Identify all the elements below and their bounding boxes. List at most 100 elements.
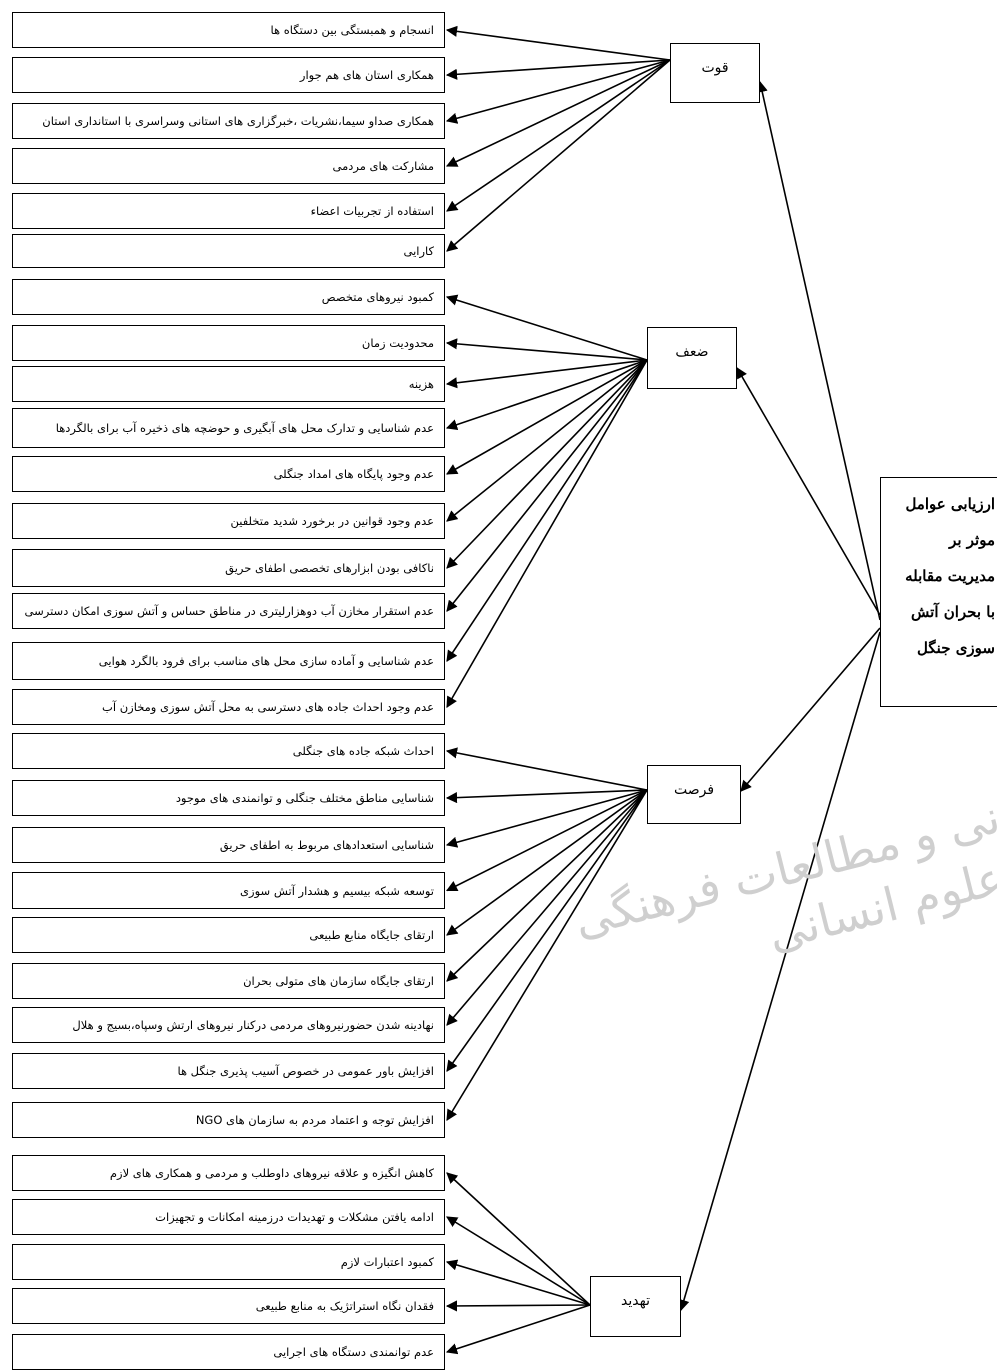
- factor-box: کارایی: [12, 234, 445, 268]
- factor-box: افزایش باور عمومی در خصوص آسیب پذیری جنگ…: [12, 1053, 445, 1089]
- category-to-factor-arrow: [445, 789, 648, 892]
- factor-label: شناسایی مناطق مختلف جنگلی و توانمندی های…: [175, 791, 434, 805]
- factor-label: مشارکت های مردمی: [332, 159, 435, 173]
- category-to-factor-arrow: [445, 359, 648, 389]
- category-to-factor-arrow: [445, 747, 648, 791]
- factor-label: عدم توانمندی دستگاه های اجرایی: [273, 1345, 434, 1359]
- category-to-factor-arrow: [445, 25, 671, 61]
- category-to-factor-arrow: [445, 1300, 591, 1312]
- factor-label: عدم وجود احداث جاده های دسترسی به محل آت…: [102, 700, 434, 714]
- root-line-3: مدیریت مقابله: [905, 567, 995, 585]
- factor-box: محدودیت زمان: [12, 325, 445, 361]
- factor-label: افزایش باور عمومی در خصوص آسیب پذیری جنگ…: [177, 1064, 434, 1078]
- factor-box: عدم وجود قوانین در برخورد شدید متخلفین: [12, 503, 445, 539]
- category-label: قوت: [701, 60, 729, 76]
- factor-label: استفاده از تجربیات اعضاء: [310, 204, 434, 218]
- root-to-category-arrow: [678, 631, 881, 1312]
- root-to-category-arrow: [756, 80, 881, 621]
- category-to-factor-arrow: [446, 789, 648, 982]
- category-to-factor-arrow: [445, 338, 648, 361]
- factor-label: عدم وجود قوانین در برخورد شدید متخلفین: [230, 514, 435, 528]
- factor-box: عدم وجود پایگاه های امداد جنگلی: [12, 456, 445, 492]
- category-to-factor-arrow: [445, 1259, 591, 1306]
- category-node: ضعف: [647, 327, 737, 389]
- factor-label: کاهش انگیزه و علاقه نیروهای داوطلب و مرد…: [109, 1166, 434, 1180]
- factor-label: کارایی: [403, 244, 434, 258]
- category-to-factor-arrow: [446, 789, 648, 1072]
- root-line-2: موثر بر: [949, 531, 995, 549]
- factor-box: افزایش توجه و اعتماد مردم به سازمان های …: [12, 1102, 445, 1138]
- factor-label: احداث شبکه جاده های جنگلی: [292, 744, 434, 758]
- factor-box: عدم شناسایی و تدارک محل های آبگیری و حوض…: [12, 408, 445, 448]
- factor-box: کمبود نیروهای متخصص: [12, 279, 445, 315]
- category-to-factor-arrow: [446, 359, 648, 475]
- category-to-factor-arrow: [446, 789, 648, 1121]
- factor-box: نهادینه شدن حضورنیروهای مردمی درکنار نیر…: [12, 1007, 445, 1043]
- category-label: تهدید: [621, 1293, 650, 1309]
- root-to-category-arrow: [740, 627, 881, 792]
- factor-box: همکاری استان های هم جوار: [12, 57, 445, 93]
- category-to-factor-arrow: [446, 789, 648, 936]
- root-line-5: سوزی جنگل: [917, 639, 995, 657]
- factor-label: کمبود نیروهای متخصص: [321, 290, 434, 304]
- root-to-category-arrow: [736, 367, 881, 616]
- factor-box: همکاری صداو سیما،نشریات ،خبرگزاری های اس…: [12, 103, 445, 139]
- factor-box: هزینه: [12, 366, 445, 402]
- root-line-4: با بحران آتش: [911, 603, 995, 621]
- factor-label: انسجام و همبستگی بین دستگاه ها: [270, 23, 434, 37]
- factor-label: هزینه: [408, 377, 434, 391]
- factor-label: نهادینه شدن حضورنیروهای مردمی درکنار نیر…: [72, 1018, 434, 1032]
- category-to-factor-arrow: [445, 59, 671, 124]
- factor-box: ارتقای جایگاه سازمان های متولی بحران: [12, 963, 445, 999]
- category-node: قوت: [670, 43, 760, 103]
- category-to-factor-arrow: [446, 359, 648, 662]
- factor-label: شناسایی استعدادهای مربوط به اطفای حریق: [219, 838, 434, 852]
- category-to-factor-arrow: [445, 59, 671, 167]
- factor-box: احداث شبکه جاده های جنگلی: [12, 733, 445, 769]
- factor-label: افزایش توجه و اعتماد مردم به سازمان های …: [195, 1113, 434, 1127]
- factor-label: ارتقای جایگاه سازمان های متولی بحران: [243, 974, 434, 988]
- factor-label: عدم استقرار مخازن آب دوهزارلیتری در مناط…: [24, 604, 434, 618]
- factor-label: عدم شناسایی و تدارک محل های آبگیری و حوض…: [55, 421, 434, 435]
- factor-box: عدم وجود احداث جاده های دسترسی به محل آت…: [12, 689, 445, 725]
- category-to-factor-arrow: [445, 1304, 591, 1355]
- factor-box: مشارکت های مردمی: [12, 148, 445, 184]
- factor-label: عدم وجود پایگاه های امداد جنگلی: [273, 467, 434, 481]
- category-to-factor-arrow: [445, 789, 648, 804]
- factor-box: ادامه یافتن مشکلات و تهدیدات درزمینه امک…: [12, 1199, 445, 1235]
- factor-box: کاهش انگیزه و علاقه نیروهای داوطلب و مرد…: [12, 1155, 445, 1191]
- category-to-factor-arrow: [446, 1172, 591, 1306]
- category-to-factor-arrow: [445, 359, 648, 431]
- category-to-factor-arrow: [446, 359, 648, 522]
- category-to-factor-arrow: [445, 789, 648, 848]
- category-to-factor-arrow: [446, 59, 671, 252]
- category-to-factor-arrow: [446, 359, 648, 612]
- factor-label: ارتقای جایگاه منابع طبیعی: [309, 928, 434, 942]
- category-node: فرصت: [647, 765, 741, 824]
- factor-label: همکاری استان های هم جوار: [299, 68, 434, 82]
- factor-label: توسعه شبکه بیسیم و هشدار آتش سوزی: [240, 883, 434, 898]
- factor-box: ناکافی بودن ابزارهای تخصصی اطفای حریق: [12, 549, 445, 587]
- category-to-factor-arrow: [446, 59, 671, 212]
- category-to-factor-arrow: [446, 789, 648, 1026]
- factor-box: انسجام و همبستگی بین دستگاه ها: [12, 12, 445, 48]
- category-node: تهدید: [590, 1276, 681, 1337]
- factor-label: فقدان نگاه استراتژیک به منابع طبیعی: [255, 1299, 434, 1313]
- factor-box: شناسایی استعدادهای مربوط به اطفای حریق: [12, 827, 445, 863]
- factor-label: محدودیت زمان: [361, 336, 434, 350]
- category-to-factor-arrow: [445, 294, 648, 361]
- factor-label: همکاری صداو سیما،نشریات ،خبرگزاری های اس…: [42, 114, 434, 128]
- category-to-factor-arrow: [445, 59, 671, 80]
- factor-box: عدم شناسایی و آماده سازی محل های مناسب ب…: [12, 642, 445, 680]
- factor-label: ناکافی بودن ابزارهای تخصصی اطفای حریق: [225, 561, 434, 575]
- category-label: فرصت: [673, 782, 715, 798]
- category-label: ضعف: [675, 344, 709, 360]
- category-to-factor-arrow: [446, 1216, 591, 1306]
- factor-box: عدم توانمندی دستگاه های اجرایی: [12, 1334, 445, 1370]
- factor-box: توسعه شبکه بیسیم و هشدار آتش سوزی: [12, 872, 445, 909]
- factor-label: کمبود اعتبارات لازم: [340, 1255, 434, 1269]
- factor-label: عدم شناسایی و آماده سازی محل های مناسب ب…: [98, 654, 434, 668]
- factor-box: کمبود اعتبارات لازم: [12, 1244, 445, 1280]
- root-line-1: ارزیابی عوامل: [905, 495, 995, 513]
- category-to-factor-arrow: [446, 359, 648, 569]
